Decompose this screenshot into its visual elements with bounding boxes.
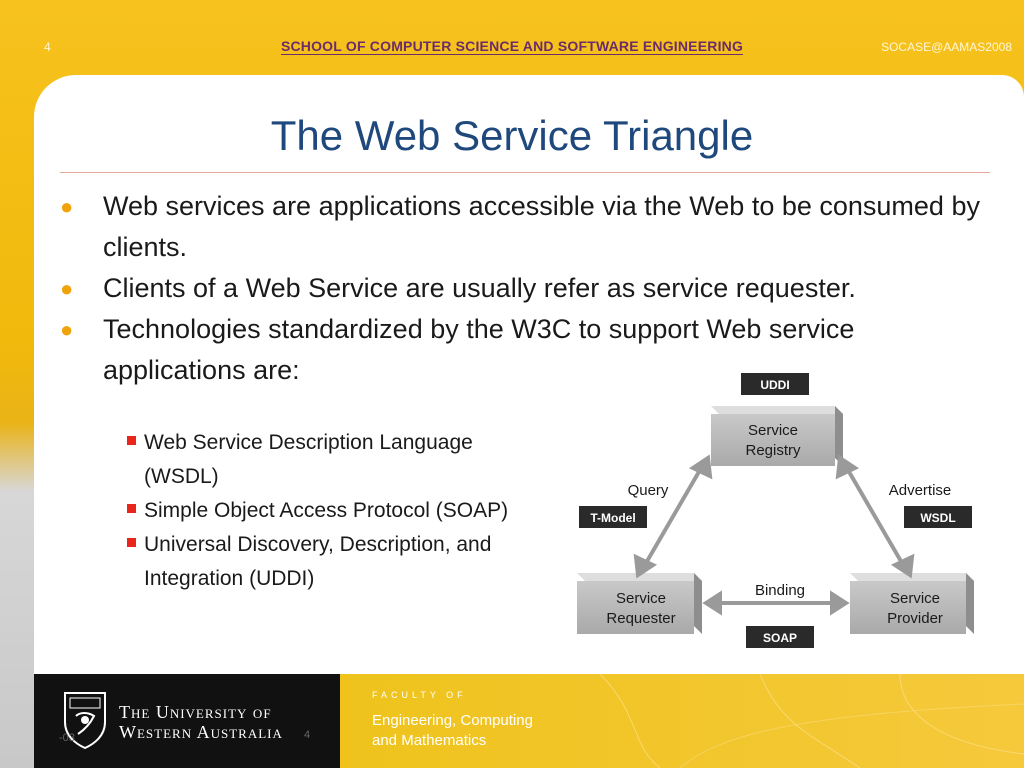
- square-marker-icon: [127, 504, 136, 513]
- svg-text:SOAP: SOAP: [763, 631, 797, 645]
- top-bar: 4 SCHOOL OF COMPUTER SCIENCE AND SOFTWAR…: [0, 0, 1024, 70]
- advertise-label: Advertise: [889, 482, 952, 499]
- svg-text:Service: Service: [890, 590, 940, 607]
- university-name-line2: Western Australia: [119, 722, 283, 742]
- footer-bar: The University of Western Australia -03 …: [34, 674, 1024, 768]
- bullet-item: ●Web services are applications accessibl…: [60, 186, 980, 268]
- university-crest-icon: [64, 692, 106, 750]
- service-registry-box: Service Registry: [711, 406, 843, 466]
- bullet-list: ●Web services are applications accessibl…: [60, 186, 980, 391]
- sub-bullet-list: Web Service Description Language (WSDL) …: [127, 426, 547, 596]
- soap-tag: SOAP: [746, 626, 814, 648]
- svg-text:Provider: Provider: [887, 610, 943, 627]
- svg-text:Requester: Requester: [606, 610, 675, 627]
- conference-label: SOCASE@AAMAS2008: [881, 40, 1012, 54]
- web-service-triangle-diagram: UDDI Service Registry Service Requester: [548, 358, 1024, 670]
- faculty-name-line2: and Mathematics: [372, 732, 487, 749]
- bullet-marker-icon: ●: [60, 317, 74, 342]
- wsdl-tag: WSDL: [904, 506, 972, 528]
- svg-text:Service: Service: [616, 590, 666, 607]
- page-fragment: 4: [304, 729, 311, 741]
- sub-bullet-item: Simple Object Access Protocol (SOAP): [127, 494, 547, 528]
- slide-number: 4: [44, 40, 51, 54]
- t-model-tag: T-Model: [579, 506, 647, 528]
- svg-text:T-Model: T-Model: [590, 511, 635, 525]
- query-label: Query: [628, 482, 669, 499]
- svg-text:Service: Service: [748, 422, 798, 439]
- square-marker-icon: [127, 538, 136, 547]
- date-fragment: -03: [59, 732, 75, 744]
- bullet-marker-icon: ●: [60, 194, 74, 219]
- sub-bullet-item: Universal Discovery, Description, and In…: [127, 528, 524, 596]
- decorative-curves: [599, 674, 1024, 768]
- svg-text:UDDI: UDDI: [760, 378, 789, 392]
- faculty-name-line1: Engineering, Computing: [372, 712, 533, 729]
- title-divider: [60, 172, 990, 173]
- uddi-tag: UDDI: [741, 373, 809, 395]
- bullet-item: ●Clients of a Web Service are usually re…: [60, 268, 980, 309]
- bullet-item: ●Technologies standardized by the W3C to…: [60, 309, 883, 391]
- service-requester-box: Service Requester: [577, 573, 702, 634]
- faculty-block: FACULTY OF Engineering, Computing and Ma…: [340, 674, 1024, 768]
- university-block: The University of Western Australia -03 …: [34, 674, 340, 768]
- faculty-label: FACULTY OF: [372, 690, 467, 700]
- connection-arrows: [633, 454, 915, 616]
- svg-text:Registry: Registry: [745, 442, 801, 459]
- bullet-marker-icon: ●: [60, 276, 74, 301]
- slide-title: The Web Service Triangle: [270, 112, 754, 159]
- school-heading: SCHOOL OF COMPUTER SCIENCE AND SOFTWARE …: [280, 38, 744, 55]
- svg-text:WSDL: WSDL: [920, 511, 955, 525]
- binding-label: Binding: [755, 582, 805, 599]
- triangle-diagram-svg: UDDI Service Registry Service Requester: [577, 373, 974, 648]
- square-marker-icon: [127, 436, 136, 445]
- university-name-line1: The University of: [119, 702, 272, 722]
- sub-bullet-item: Web Service Description Language (WSDL): [127, 426, 547, 494]
- service-provider-box: Service Provider: [850, 573, 974, 634]
